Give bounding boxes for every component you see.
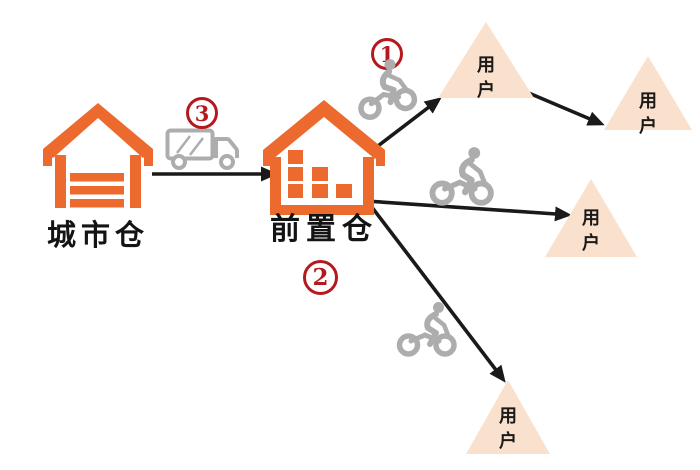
user-label-1: 用户 [476,55,495,101]
step-3-badge: 3 [186,97,218,129]
user-triangle-2: 用户 [604,56,692,137]
delivery-scooter-icon-1 [358,59,418,120]
delivery-scooter-icon-3 [396,302,457,357]
user-label-4: 用户 [498,406,517,452]
warehouse-house-icon [43,103,153,208]
front-warehouse-label: 前置仓 [270,212,378,247]
delivery-scooter-icon-2 [429,147,494,206]
user-triangle-1: 用户 [438,22,534,101]
user-label-3: 用户 [581,208,600,254]
front-warehouse-house-icon [263,100,385,215]
city-warehouse-label: 城市仓 [46,218,149,252]
step-2-number: 2 [312,264,329,291]
step-3-number: 3 [194,100,210,126]
user-triangle-4: 用户 [466,380,550,454]
step-2-badge: 2 [303,260,338,295]
user-label-2: 用户 [638,91,657,137]
user-triangle-3: 用户 [545,179,637,257]
delivery-truck-icon [165,128,240,170]
